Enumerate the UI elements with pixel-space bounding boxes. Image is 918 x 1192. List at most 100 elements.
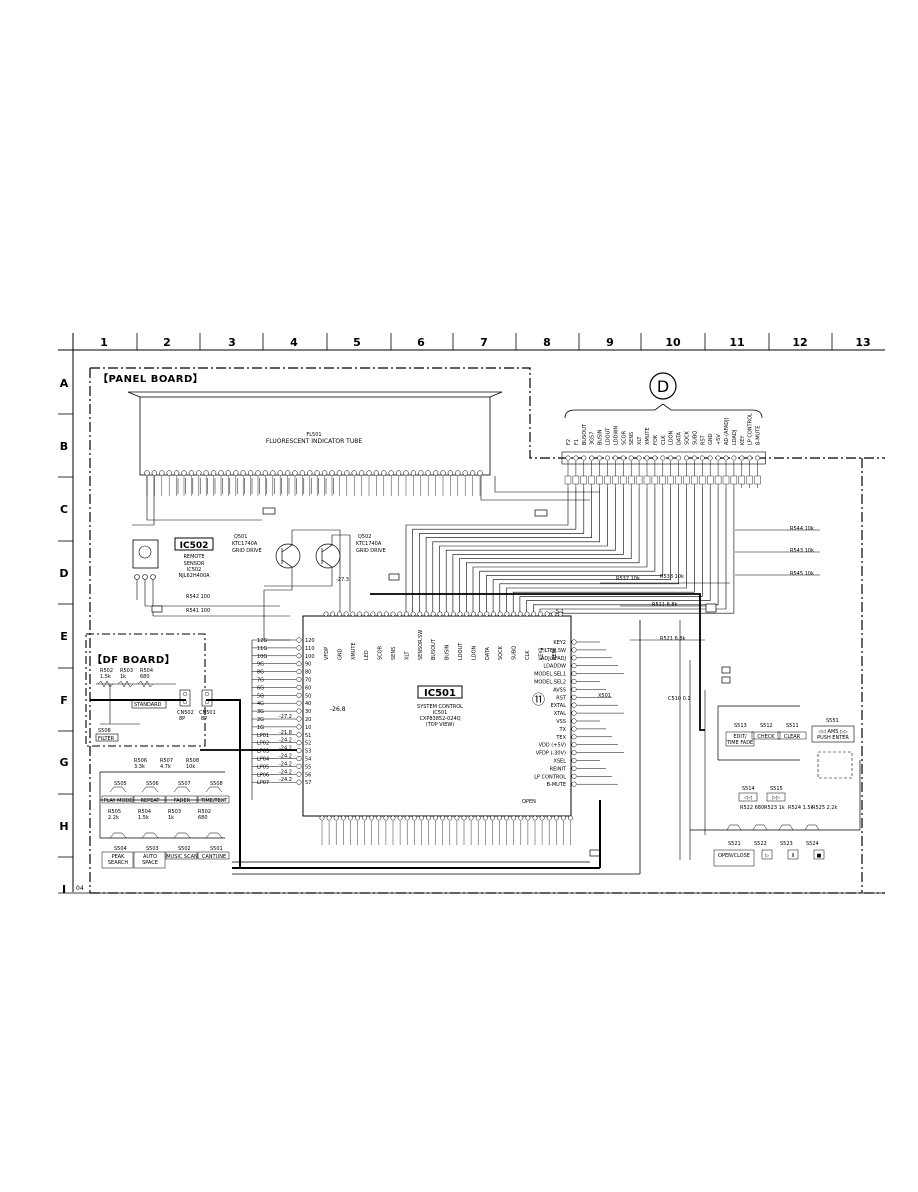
connector-d-tag	[612, 475, 619, 485]
ic501-bottom-pin	[418, 815, 424, 821]
ic501-right-pin	[571, 765, 577, 771]
ic501-right-pin	[571, 655, 577, 661]
ic501-top-pin	[517, 611, 523, 617]
ic501-right-pin	[571, 742, 577, 748]
connector-d-pin-label: KEY	[740, 435, 746, 445]
ic501-right-pin	[571, 639, 577, 645]
ic501-right-pin-label: TX	[559, 727, 567, 733]
row-label: D	[59, 567, 68, 580]
right-switch-label: II	[792, 853, 795, 859]
connector-d-tag	[588, 475, 595, 485]
left-switch-label-box	[197, 851, 230, 860]
left-switch-label-box	[101, 795, 134, 804]
connector-d-pin	[755, 455, 761, 461]
ic501-top-pin-label: XMUTE	[351, 642, 357, 660]
ic501-view: (TOP VIEW)	[426, 722, 455, 728]
right-resistor: R523 1k	[764, 805, 785, 811]
right-switch-label-box	[761, 849, 773, 860]
right-switch-label-box	[713, 849, 755, 867]
left-switch-ref: S503	[146, 846, 159, 852]
bus-trace	[472, 488, 648, 612]
left-switch-label-box	[101, 851, 134, 869]
right-switch-label-box	[751, 731, 781, 740]
column-label: 3	[228, 336, 236, 349]
connector-d-pin	[652, 455, 658, 461]
column-label: 4	[290, 336, 298, 349]
row-label: F	[60, 694, 68, 707]
ic501-bottom-pin	[411, 815, 417, 821]
df-connector-pin	[204, 692, 209, 697]
column-ticks	[136, 333, 833, 350]
bus-trace	[291, 529, 341, 612]
bus-trace	[432, 488, 600, 612]
left-switch-label: TIME/TEXT	[200, 798, 228, 804]
connector-d-pin-label: SENS	[629, 432, 635, 445]
ic501-left-voltage: -24.2	[279, 769, 292, 775]
ic501-left-pin-num: 70	[305, 678, 311, 684]
ic501-right-pin-label: AVSS	[553, 687, 566, 693]
connector-d-pin	[691, 455, 697, 461]
ic501-top-pin-label: CLK	[525, 650, 531, 660]
row-label: B	[60, 440, 68, 453]
bus-trace	[533, 488, 719, 612]
ic501-right-pin-label: XSEL	[553, 759, 566, 765]
ic501-left-pin-num: 54	[305, 757, 311, 763]
fl-pin	[455, 470, 461, 476]
connector-d-circle	[649, 372, 677, 400]
ic501-left-pin	[296, 653, 302, 659]
connector-d-pin-label: SQCK	[685, 430, 691, 445]
fl-pin	[277, 470, 283, 476]
connector-d-pin-label: XMUTE	[645, 427, 651, 445]
q502-transistor	[315, 543, 341, 569]
ic501-right-pin-label: MODEL.SEL1	[534, 672, 566, 678]
ic501-right-pin-label: TEX	[555, 735, 566, 741]
ic501-right-pin	[571, 647, 577, 653]
panel-board-border	[89, 367, 885, 894]
ic501-left-pin-num: 52	[305, 741, 311, 747]
ic501-bottom-pin	[532, 815, 538, 821]
ic501-right-pin-label: LDADDW	[543, 664, 566, 670]
df-board-parts: R5021.5kR5031kR504680STANDARDS508FILTERC…	[95, 668, 216, 742]
ic501-bottom-pin	[390, 815, 396, 821]
connector-d-pin-label: SUBQ	[692, 431, 698, 445]
ic501-bottom-pin	[369, 815, 375, 821]
ic501-top-pin	[350, 611, 356, 617]
right-switch-ref: S511	[786, 723, 799, 729]
connector-d-tag	[572, 475, 580, 485]
ic501-left-pin-label: 4G	[257, 701, 264, 707]
ic501-top-pin-label: VFDP	[324, 647, 330, 660]
left-switch-symbol	[173, 832, 191, 839]
df-resistor-ref: R503	[120, 668, 133, 674]
bus-trace	[600, 582, 730, 641]
connector-d-pin-label: LDON	[669, 430, 675, 445]
left-switch-symbol	[205, 832, 223, 839]
connector-d-pin-label: LDDWN	[613, 426, 619, 445]
ic501-left-pin-label: 5G	[257, 693, 264, 699]
ic501-top-pin	[330, 611, 336, 617]
df-resistor-val: 1.5k	[100, 674, 111, 680]
left-resistor-val: 1.5k	[138, 815, 149, 821]
ic501-left-pin-num: 40	[305, 701, 311, 707]
connector-d-pin-label: B-MUTE	[756, 426, 762, 445]
fl-pin	[196, 470, 202, 476]
connector-d-tag	[722, 475, 730, 485]
bus-trace	[405, 488, 569, 612]
q501-func: GRID DRIVE	[232, 548, 262, 554]
ic501-left-pin	[296, 779, 302, 785]
fl-pin	[388, 470, 394, 476]
ic501-bottom-pin	[362, 815, 368, 821]
label-r537: R537 10k	[616, 576, 640, 582]
fl-pin	[314, 470, 320, 476]
df-resistor-ref: R502	[100, 668, 113, 674]
ic501-bottom-pin	[525, 815, 531, 821]
ic501-top-pin	[551, 611, 557, 617]
ic501-top-pin-label: XLT	[404, 650, 410, 660]
connector-d-tag	[746, 475, 753, 485]
ic501-top-pin	[343, 611, 349, 617]
